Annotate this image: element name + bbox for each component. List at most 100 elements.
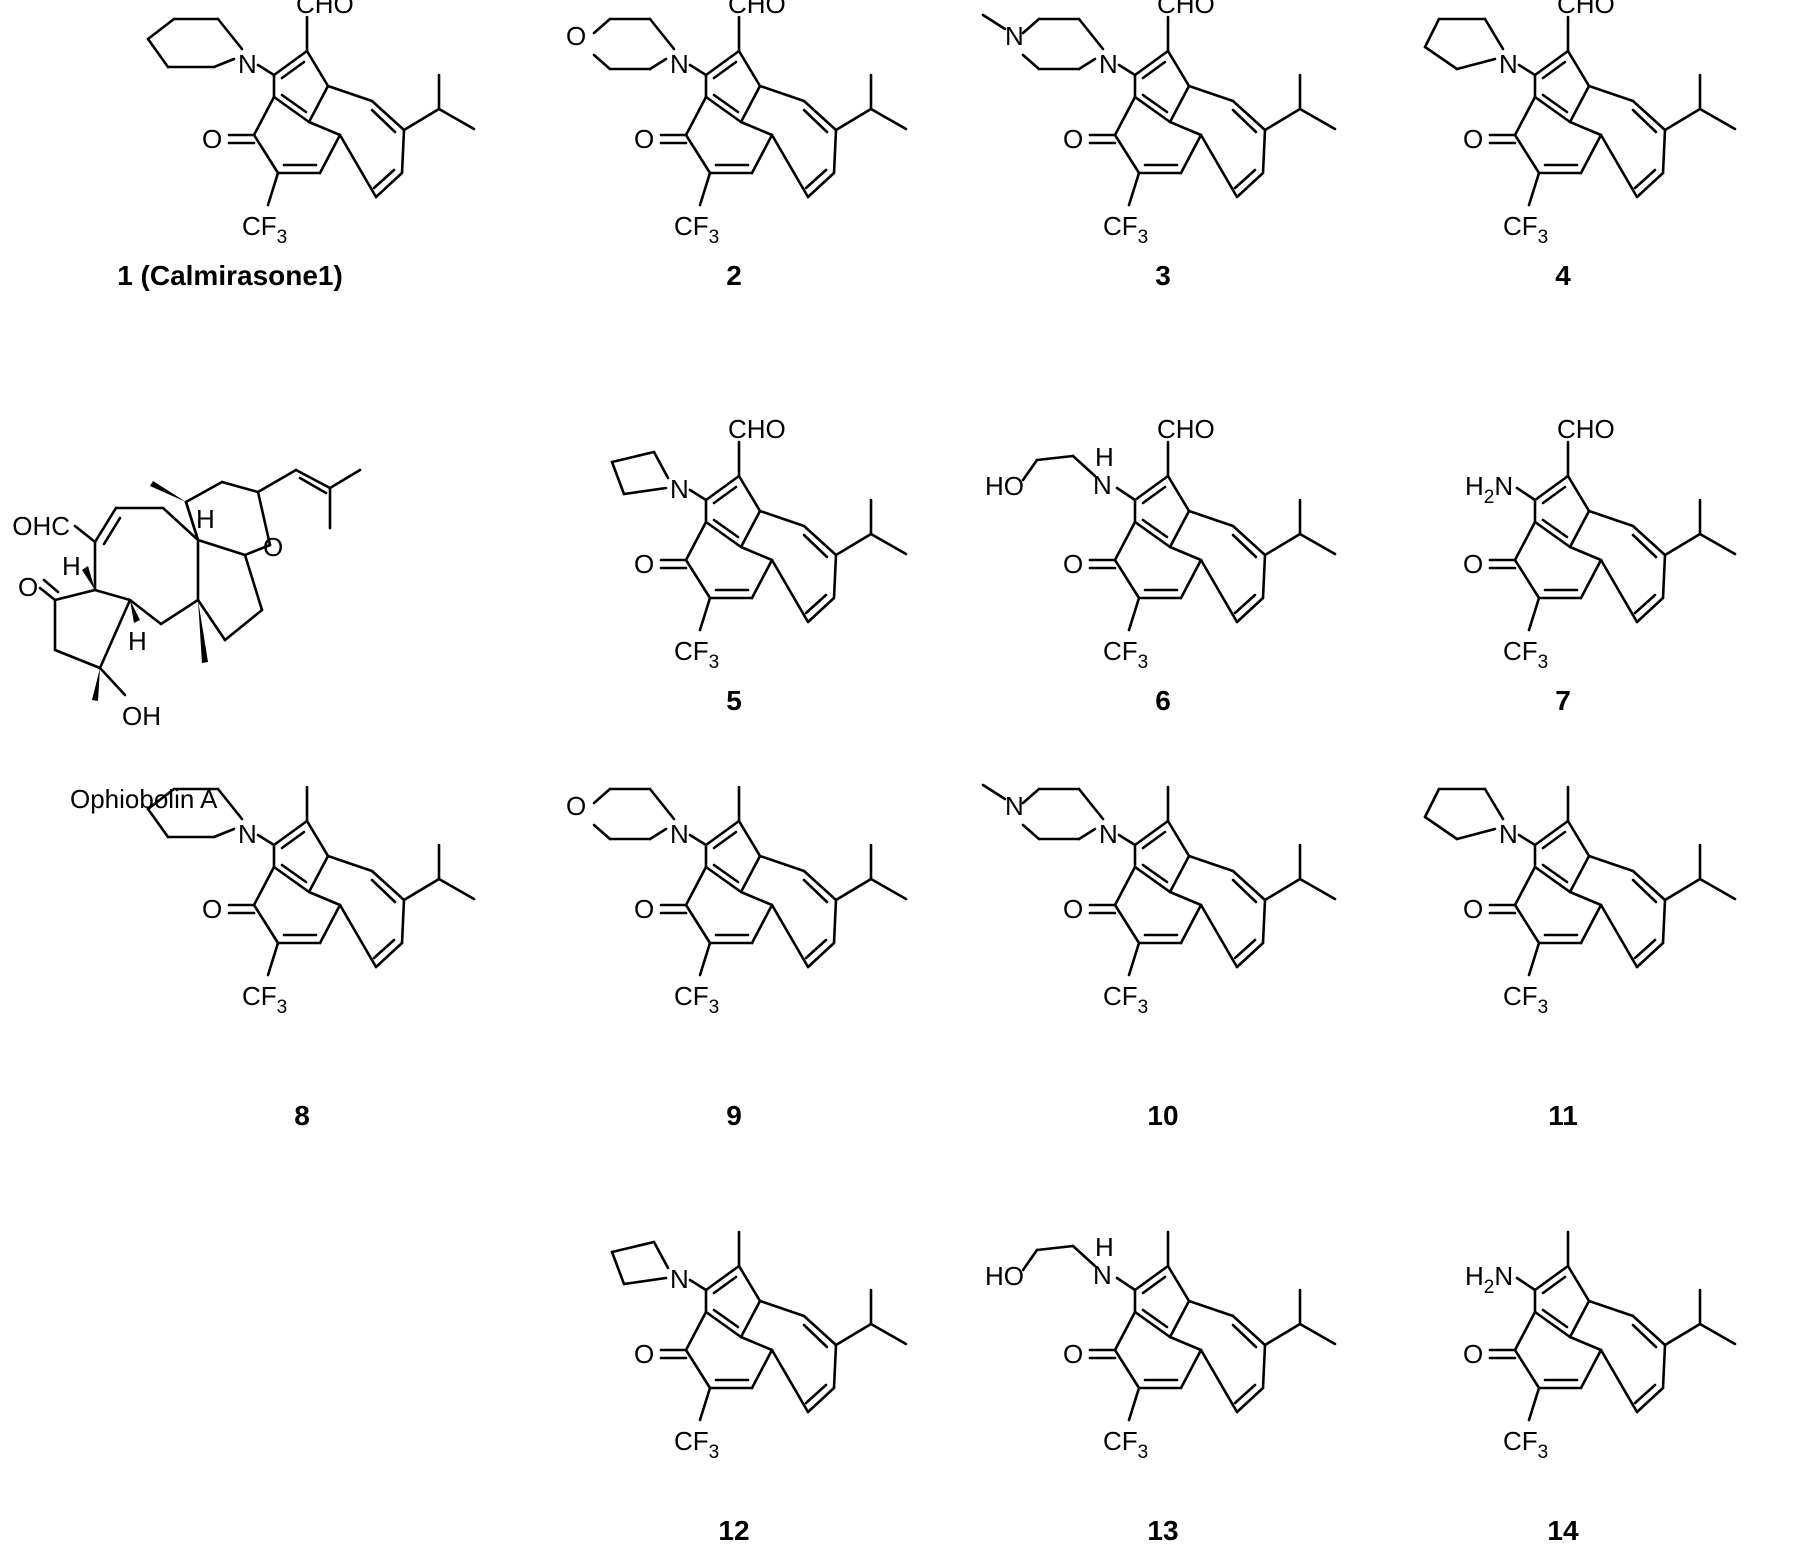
amine-hydrogen: H: [1095, 1232, 1114, 1262]
ketone-oxygen: O: [202, 124, 222, 154]
ketone-oxygen: O: [634, 1339, 654, 1369]
trifluoromethyl-label: CF3: [1503, 1426, 1548, 1463]
amine-nitrogen: N: [1099, 819, 1118, 849]
ketone-oxygen: O: [634, 894, 654, 924]
aldehyde-label: CHO: [728, 0, 786, 19]
trifluoromethyl-label: CF3: [1103, 211, 1148, 248]
azulene-core: [659, 49, 908, 207]
trifluoromethyl-label: CF3: [674, 981, 719, 1018]
ketone-oxygen: O: [202, 894, 222, 924]
aldehyde-label: CHO: [1557, 0, 1615, 19]
compound-c6: O CF3 CHO NH HO 6: [985, 414, 1337, 716]
compound-number-label: 2: [726, 260, 742, 291]
amine-hydrogen: H: [1095, 442, 1114, 472]
ophiobolin-hydrogen-2: H: [128, 626, 147, 656]
hydroxyethyl-label: HO: [985, 471, 1024, 501]
ketone-oxygen: O: [1463, 894, 1483, 924]
ophiobolin-a-structure: OHC O OH O H H H Ophiobolin A: [12, 468, 362, 814]
compound-number-label: 14: [1547, 1515, 1579, 1545]
compound-number-label: 5: [726, 685, 742, 716]
compound-number-label: 6: [1155, 685, 1171, 716]
trifluoromethyl-label: CF3: [674, 1426, 719, 1463]
ketone-oxygen: O: [1063, 894, 1083, 924]
aldehyde-label: CHO: [296, 0, 354, 19]
compound-c10: O CF3 N N 10: [981, 783, 1337, 1131]
ketone-oxygen: O: [1463, 549, 1483, 579]
azulene-core: [1488, 819, 1737, 977]
trifluoromethyl-label: CF3: [1503, 636, 1548, 673]
amine-nitrogen: N: [670, 474, 689, 504]
compound-c13: O CF3 NH HO 13: [985, 1230, 1337, 1545]
compound-c14: O CF3 H2N 14: [1463, 1230, 1737, 1545]
morpholine-oxygen: O: [566, 791, 586, 821]
compound-number-label: 8: [294, 1100, 310, 1131]
trifluoromethyl-label: CF3: [242, 211, 287, 248]
ketone-oxygen: O: [1063, 549, 1083, 579]
piperazine-nitrogen: N: [1005, 791, 1024, 821]
compound-number-label: 4: [1555, 260, 1571, 291]
aldehyde-label: CHO: [1157, 0, 1215, 19]
compound-number-label: 12: [718, 1515, 749, 1545]
morpholine-oxygen: O: [566, 21, 586, 51]
amine-nitrogen: N: [1499, 819, 1518, 849]
azulene-core: [227, 49, 476, 207]
azulene-core: [1088, 474, 1337, 632]
compound-c12: O CF3 N 12: [610, 1230, 908, 1545]
ophiobolin-ketone-oxygen: O: [18, 572, 38, 602]
azulene-core: [1088, 819, 1337, 977]
amine-nitrogen: N: [1093, 1260, 1112, 1290]
azulene-core: [1488, 474, 1737, 632]
trifluoromethyl-label: CF3: [1503, 211, 1548, 248]
azulene-core: [659, 474, 908, 632]
azulene-core: [1488, 49, 1737, 207]
compound-number-label: 13: [1147, 1515, 1178, 1545]
trifluoromethyl-label: CF3: [1103, 1426, 1148, 1463]
compound-number-label: 7: [1555, 685, 1571, 716]
amine-nitrogen: N: [670, 49, 689, 79]
amine-nitrogen: N: [1093, 470, 1112, 500]
compound-number-label: 3: [1155, 260, 1171, 291]
ophiobolin-aldehyde-label: OHC: [12, 511, 70, 541]
amine-nitrogen: N: [1099, 49, 1118, 79]
ophiobolin-hydroxyl-label: OH: [122, 701, 161, 731]
trifluoromethyl-label: CF3: [1103, 981, 1148, 1018]
trifluoromethyl-label: CF3: [674, 636, 719, 673]
compound-number-label: 11: [1548, 1100, 1578, 1131]
aldehyde-label: CHO: [1157, 414, 1215, 444]
amine-nitrogen: N: [670, 1264, 689, 1294]
trifluoromethyl-label: CF3: [674, 211, 719, 248]
amine-nitrogen: N: [238, 49, 257, 79]
azulene-core: [227, 819, 476, 977]
amine-nitrogen: N: [238, 819, 257, 849]
amino-label: H2N: [1465, 1261, 1513, 1298]
amine-nitrogen: N: [1499, 49, 1518, 79]
compound-c4: O CF3 CHO N 4: [1423, 0, 1737, 291]
azulene-core: [659, 1264, 908, 1422]
ketone-oxygen: O: [1063, 1339, 1083, 1369]
ophiobolin-hydrogen-1: H: [62, 551, 81, 581]
amino-label: H2N: [1465, 471, 1513, 508]
ketone-oxygen: O: [1463, 124, 1483, 154]
ophiobolin-ring-oxygen: O: [263, 532, 283, 562]
ketone-oxygen: O: [1463, 1339, 1483, 1369]
compound-number-label: 10: [1147, 1100, 1178, 1131]
aldehyde-label: CHO: [1557, 414, 1615, 444]
ketone-oxygen: O: [1063, 124, 1083, 154]
ophiobolin-a-label: Ophiobolin A: [70, 784, 218, 814]
azulene-core: [1088, 1264, 1337, 1422]
azulene-core: [659, 819, 908, 977]
azulene-core: [1088, 49, 1337, 207]
ketone-oxygen: O: [634, 549, 654, 579]
aldehyde-label: CHO: [728, 414, 786, 444]
trifluoromethyl-label: CF3: [1103, 636, 1148, 673]
hydroxyethyl-label: HO: [985, 1261, 1024, 1291]
compound-c7: O CF3 CHO H2N 7: [1463, 414, 1737, 716]
